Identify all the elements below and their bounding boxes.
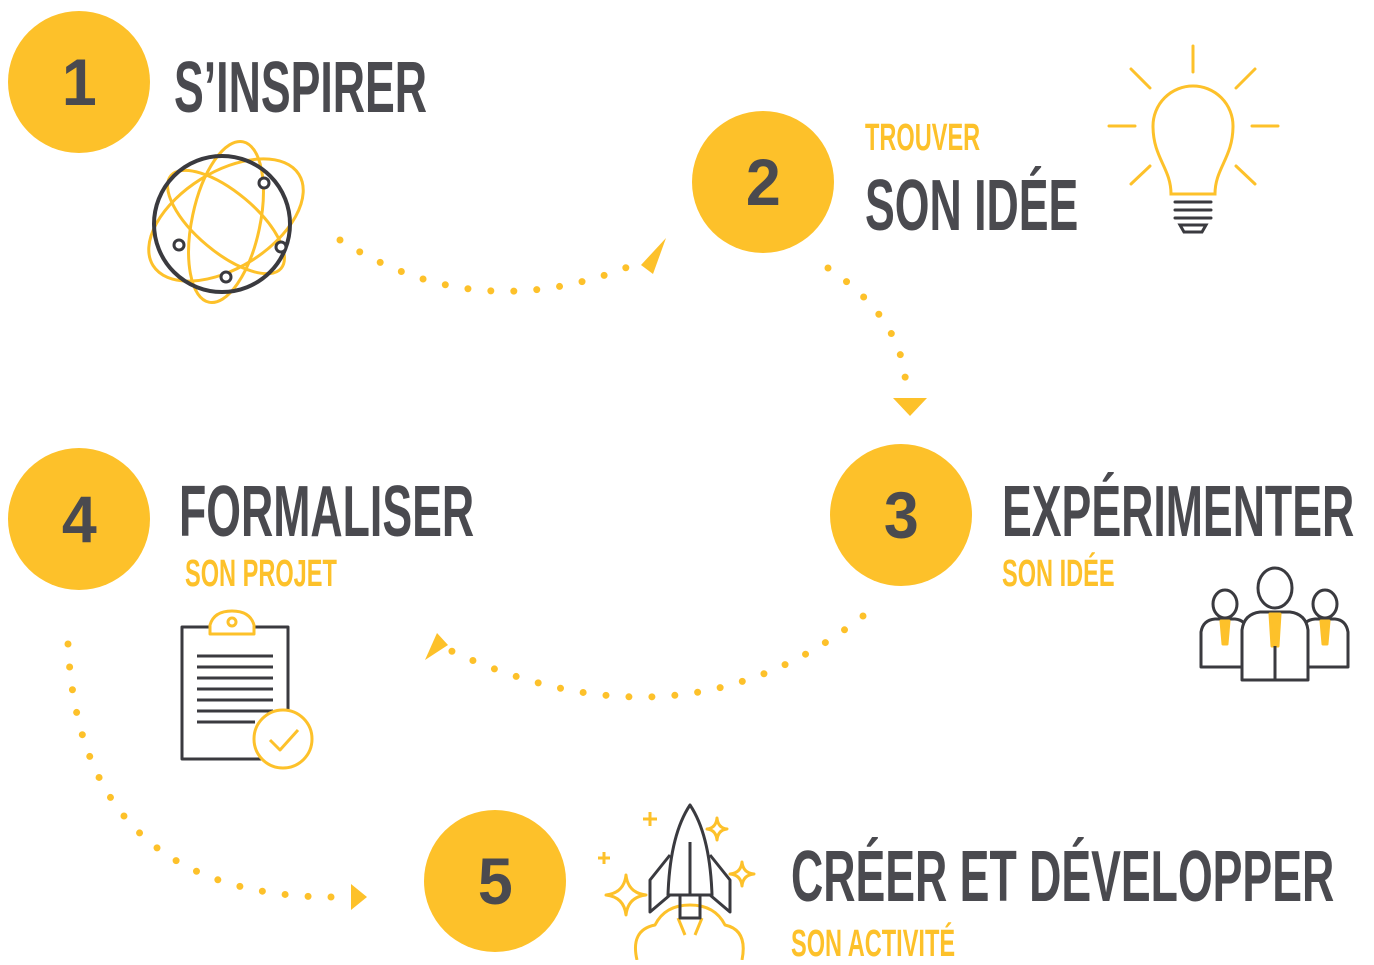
step-5-number: 5 xyxy=(477,844,513,918)
step-1-title: S’INSPIRER xyxy=(174,48,428,128)
step-4-number: 4 xyxy=(61,482,97,556)
step-4-subtitle: SON PROJET xyxy=(185,553,337,595)
step-5-circle: 5 xyxy=(424,810,566,952)
rocket-icon xyxy=(598,803,756,960)
step-5-subtitle: SON ACTIVITÉ xyxy=(791,923,956,965)
arrowhead-2 xyxy=(893,398,927,416)
arrow-2-to-3 xyxy=(824,264,910,394)
step-2-title: SON IDÉE xyxy=(865,166,1079,246)
step-4-circle: 4 xyxy=(8,448,150,590)
step-3-circle: 3 xyxy=(830,444,972,586)
arrowhead-3 xyxy=(425,633,448,660)
step-2-circle: 2 xyxy=(692,111,834,253)
arrow-4-to-5 xyxy=(64,640,344,901)
globe-network-icon xyxy=(147,139,305,305)
arrowhead-4 xyxy=(351,884,367,910)
clipboard-check-icon xyxy=(180,609,314,770)
step-3-title: EXPÉRIMENTER xyxy=(1002,472,1355,552)
step-2-number: 2 xyxy=(745,145,781,219)
arrowhead-1 xyxy=(641,238,666,274)
step-1-circle: 1 xyxy=(8,11,150,153)
step-5-title: CRÉER ET DÉVELOPPER xyxy=(791,837,1335,917)
arrow-1-to-2 xyxy=(336,236,644,295)
step-4-title: FORMALISER xyxy=(179,472,475,552)
step-3-number: 3 xyxy=(883,478,919,552)
lightbulb-icon xyxy=(1107,44,1280,234)
team-icon xyxy=(1199,566,1350,682)
step-3-subtitle: SON IDÉE xyxy=(1002,553,1115,595)
step-2-subtitle: TROUVER xyxy=(865,117,981,159)
step-1-number: 1 xyxy=(61,45,97,119)
